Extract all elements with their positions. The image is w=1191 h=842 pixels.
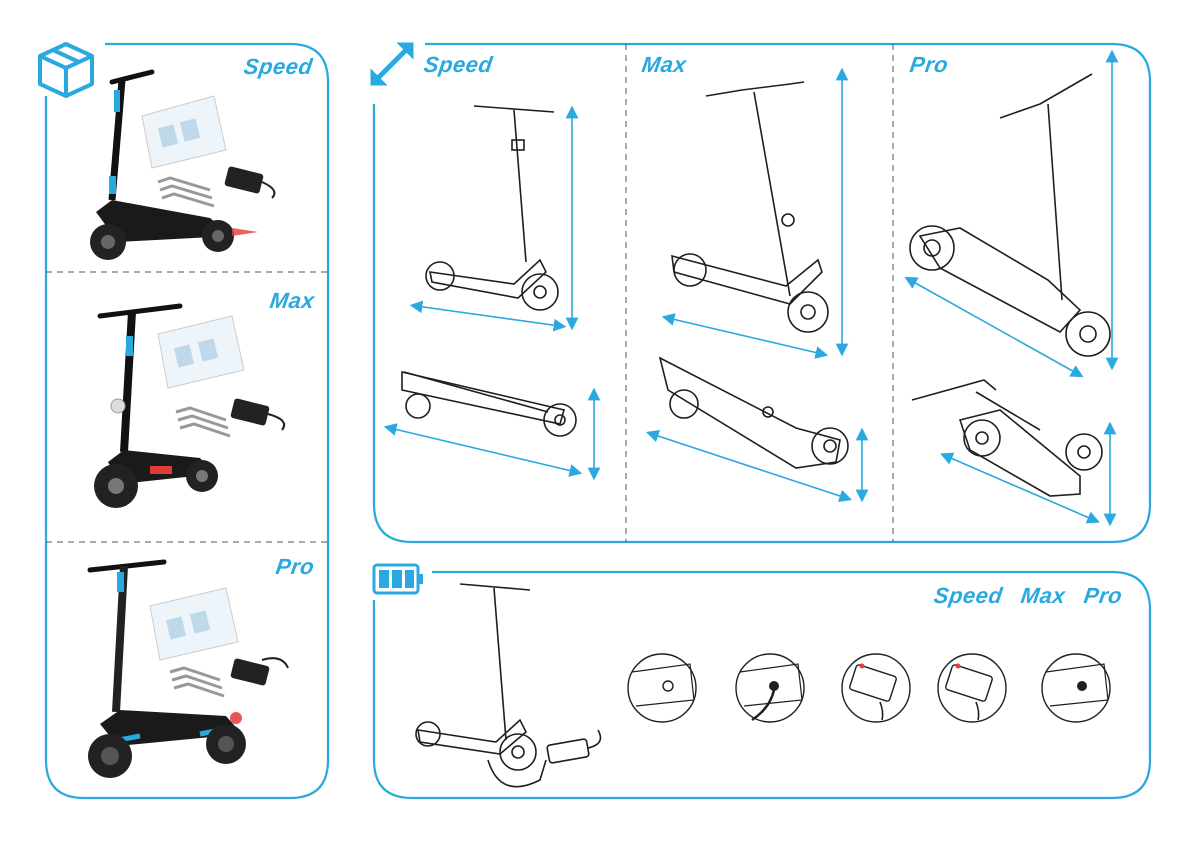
- charge-step-1: [628, 654, 696, 722]
- max-folded-drawing: [660, 358, 848, 468]
- length-arrow: [416, 306, 560, 326]
- speed-scooter-photo: [90, 72, 258, 260]
- pro-unfolded-drawing: [910, 74, 1110, 356]
- resize-arrows-icon: [372, 44, 412, 84]
- folded-length-arrow: [390, 428, 576, 472]
- charging-model-speed: Speed: [932, 583, 1004, 609]
- charge-step-3: [842, 654, 910, 722]
- manual-booklet: [150, 588, 238, 660]
- speed-column-label: Speed: [422, 52, 494, 78]
- charger: [230, 398, 284, 430]
- battery-icon: [374, 565, 423, 593]
- length-arrow: [910, 280, 1078, 374]
- pro-column-label: Pro: [908, 52, 950, 78]
- allen-keys: [176, 408, 230, 436]
- speed-section-label: Speed: [242, 54, 314, 80]
- charging-model-max: Max: [1019, 583, 1067, 609]
- max-unfolded-drawing: [672, 82, 828, 332]
- charge-step-5: [1042, 654, 1110, 722]
- charge-step-4: [938, 654, 1006, 722]
- allen-keys: [170, 668, 224, 696]
- manual-booklet: [142, 96, 226, 168]
- speed-folded-drawing: [402, 372, 576, 436]
- length-arrow: [668, 318, 822, 354]
- pro-section-label: Pro: [274, 554, 316, 580]
- folded-length-arrow: [652, 434, 846, 498]
- speed-unfolded-drawing: [426, 106, 558, 310]
- charger: [224, 166, 274, 198]
- pro-folded-drawing: [912, 380, 1102, 496]
- charging-model-pro: Pro: [1082, 583, 1124, 609]
- max-column-label: Max: [640, 52, 688, 78]
- box-icon: [40, 44, 92, 96]
- manual-booklet: [158, 316, 244, 388]
- charging-scooter-drawing: [416, 584, 600, 787]
- max-section-label: Max: [268, 288, 316, 314]
- charger: [230, 658, 288, 686]
- allen-keys: [158, 178, 214, 206]
- charge-step-2: [736, 654, 804, 722]
